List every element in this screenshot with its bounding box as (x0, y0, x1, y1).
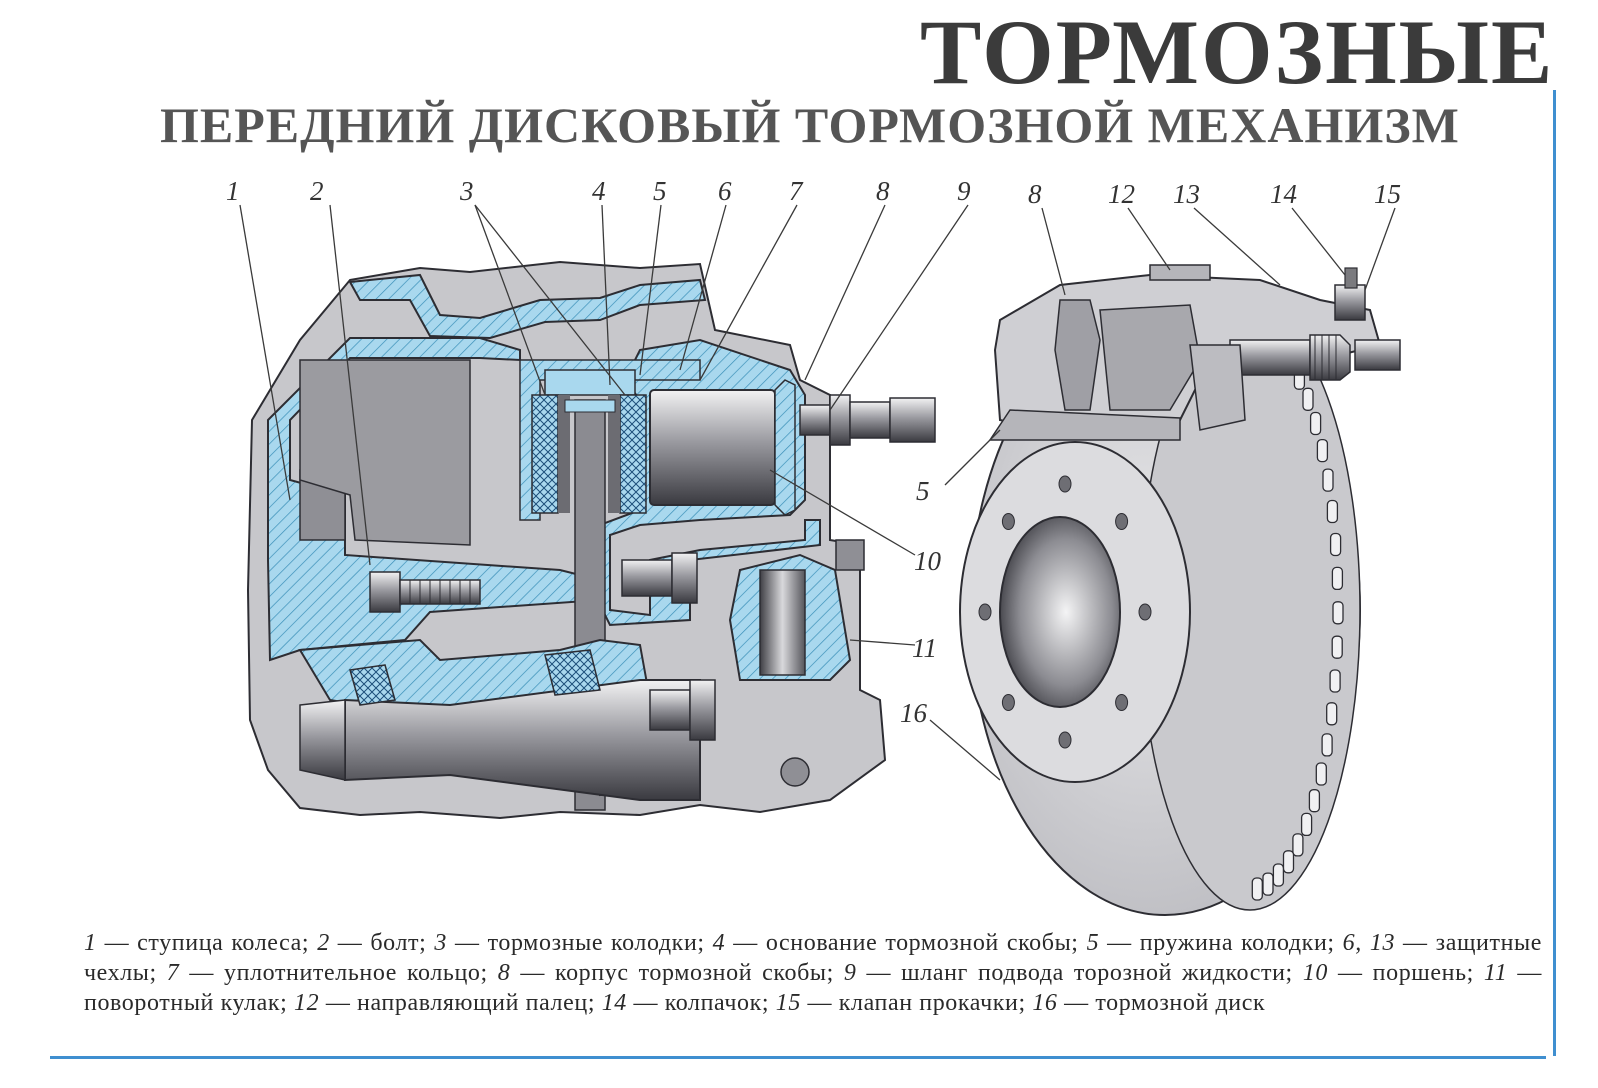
callout-5: 5 (653, 176, 667, 206)
vent-slot (1329, 532, 1342, 557)
legend-number: 15 (775, 990, 801, 1016)
legend-number: 4 (712, 930, 726, 956)
subtitle: ПЕРЕДНИЙ ДИСКОВЫЙ ТОРМОЗНОЙ МЕХАНИЗМ (160, 97, 1460, 153)
vent-slot (1262, 872, 1274, 896)
disc-bolt-holes (978, 475, 1152, 749)
legend-number: 1 (84, 930, 97, 956)
right-border-rule (1553, 90, 1556, 1056)
legend-number: 3 (434, 930, 447, 956)
legend-number: 2 (317, 930, 330, 956)
legend-text: — корпус тормозной скобы; (510, 960, 844, 986)
bolt-hole (1115, 694, 1129, 711)
bolt-hole (1115, 513, 1129, 530)
bolt-hole (1001, 513, 1015, 530)
legend-text: — тормозные колодки; (447, 930, 713, 956)
legend-text: — основание тормозной скобы; (725, 930, 1087, 956)
main-title: ТОРМОЗНЫЕ (920, 1, 1555, 103)
caliper-bolt (621, 552, 698, 604)
vent-slot (1251, 877, 1263, 901)
legend-text: — уплотнительное кольцо; (179, 960, 498, 986)
disc-assembly (959, 264, 1401, 916)
legend-number: 14 (601, 990, 627, 1016)
legend-text: — колпачок; (626, 990, 776, 1016)
legend: 1 — ступица колеса; 2 — болт; 3 — тормоз… (84, 928, 1542, 1018)
legend-text: — поршень; (1328, 960, 1484, 986)
vent-slot (1272, 863, 1285, 887)
vent-slot (1331, 566, 1344, 591)
callout-14: 14 (1270, 179, 1297, 209)
bottom-border-rule (50, 1056, 1546, 1059)
vent-slot (1322, 468, 1334, 492)
vent-slot (1316, 438, 1329, 463)
vent-slot (1332, 601, 1344, 625)
legend-text: — защитные чехлы; (84, 930, 1542, 986)
legend-text: — болт; (329, 930, 435, 956)
fluid-hose (799, 394, 936, 446)
brake-pad-right (619, 394, 647, 514)
leader-lines (239, 204, 1396, 781)
spindle-axle (344, 679, 701, 801)
callout-8-left: 8 (876, 176, 890, 206)
vent-slot (1315, 762, 1327, 786)
callout-10: 10 (914, 546, 942, 576)
vent-slot (1326, 499, 1339, 524)
callout-9: 9 (957, 176, 971, 206)
legend-number: 12 (294, 990, 320, 1016)
legend-text: — пружина колодки; (1099, 930, 1343, 956)
brake-pad-left (531, 394, 559, 514)
vent-slot (1331, 635, 1343, 659)
legend-number: 5 (1086, 930, 1100, 956)
legend-number: 6, 13 (1342, 930, 1396, 956)
legend-number: 8 (497, 960, 511, 986)
vent-slot (1309, 411, 1322, 436)
callout-5-right: 5 (916, 476, 930, 506)
callout-7: 7 (789, 176, 804, 206)
callout-13: 13 (1173, 179, 1200, 209)
caliper-top-lip (348, 273, 707, 340)
bolt-hole (1138, 603, 1152, 621)
piston (649, 389, 776, 506)
legend-text: — клапан прокачки; (800, 990, 1033, 1016)
callout-12: 12 (1108, 179, 1135, 209)
mounting-bolt (369, 571, 481, 613)
legend-number: 9 (843, 960, 857, 986)
callout-8-right: 8 (1028, 179, 1042, 209)
callout-6: 6 (718, 176, 732, 206)
callout-2: 2 (310, 176, 324, 206)
legend-number: 7 (166, 960, 180, 986)
legend-text: — поворотный кулак; (84, 960, 1542, 1016)
callout-4: 4 (592, 176, 606, 206)
vent-slot (1302, 387, 1314, 411)
callout-16: 16 (900, 698, 928, 728)
legend-number: 11 (1483, 960, 1508, 986)
callout-3: 3 (459, 176, 474, 206)
callout-1: 1 (226, 176, 240, 206)
legend-text: — ступица колеса; (96, 930, 318, 956)
cross-section (246, 260, 936, 820)
legend-text: — тормозной диск (1057, 990, 1266, 1016)
vent-slot (1300, 812, 1313, 837)
knuckle-pin (728, 539, 865, 681)
callout-numbers: 1 2 3 4 5 6 7 8 9 8 12 13 14 15 5 10 11 … (226, 176, 1401, 728)
vent-slot (1292, 833, 1304, 857)
callout-15: 15 (1374, 179, 1401, 209)
caliper (988, 264, 1401, 441)
vent-slot (1308, 789, 1321, 813)
vent-slot (1321, 733, 1333, 757)
hub-bore (999, 516, 1121, 708)
bolt-hole (978, 603, 992, 621)
legend-text: — шланг подвода торозной жидкости; (856, 960, 1303, 986)
callout-11: 11 (912, 633, 937, 663)
legend-number: 10 (1302, 960, 1329, 986)
legend-text: — направляющий палец; (319, 990, 602, 1016)
bolt-hole (1058, 475, 1072, 493)
vent-slot (1326, 702, 1338, 726)
bolt-hole (1058, 731, 1072, 749)
bolt-hole (1001, 694, 1015, 711)
vent-slot (1282, 850, 1295, 874)
legend-number: 16 (1032, 990, 1058, 1016)
vent-slot (1329, 669, 1341, 693)
